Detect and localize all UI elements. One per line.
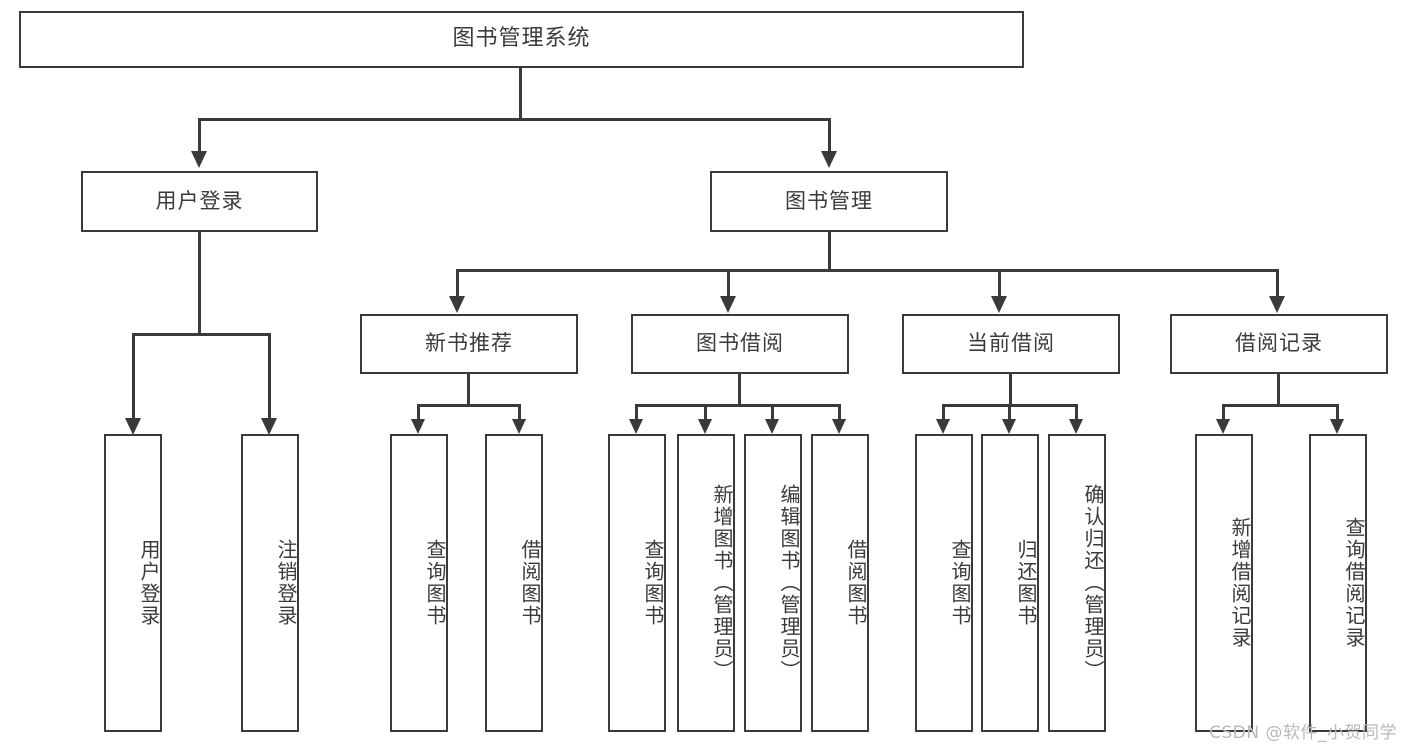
arrowhead-current-borrow — [991, 296, 1007, 313]
leaf-record-query[interactable]: 查询借阅记录 — [1309, 434, 1367, 732]
connector-book-mgmt-child-4 — [1276, 269, 1279, 297]
leaf-borrow-edit-book[interactable]: 编辑图书（管理员） — [744, 434, 802, 732]
connector-root-to-user-login — [198, 118, 201, 152]
connector-current-child-3 — [1075, 404, 1078, 420]
leaf-record-add[interactable]: 新增借阅记录 — [1195, 434, 1253, 732]
arrowhead-book-mgmt — [821, 151, 837, 168]
arrowhead-borrow-record — [1269, 296, 1285, 313]
arrowhead-record-add — [1216, 419, 1230, 434]
connector-record-stem — [1277, 374, 1280, 406]
connector-root-to-book-mgmt — [828, 118, 831, 152]
arrowhead-leaf-user-login — [125, 418, 141, 435]
node-new-book-recommend[interactable]: 新书推荐 — [360, 314, 578, 374]
arrowhead-recommend-borrow-book — [512, 419, 526, 434]
node-label: 查询图书 — [641, 539, 665, 627]
connector-record-child-2 — [1336, 404, 1339, 420]
node-label: 借阅图书 — [844, 539, 868, 627]
leaf-current-confirm-return[interactable]: 确认归还（管理员） — [1048, 434, 1106, 732]
connector-root-bar — [198, 118, 831, 121]
arrowhead-borrow-query-book — [629, 419, 643, 434]
connector-recommend-child-1 — [417, 404, 420, 420]
connector-record-bar — [1222, 404, 1338, 407]
connector-recommend-stem — [467, 374, 470, 406]
node-user-login[interactable]: 用户登录 — [81, 171, 318, 232]
arrowhead-user-login — [191, 151, 207, 168]
node-label: 编辑图书（管理员） — [777, 484, 801, 682]
node-current-borrow[interactable]: 当前借阅 — [902, 314, 1120, 374]
arrowhead-current-return-book — [1002, 419, 1016, 434]
arrowhead-leaf-logout — [261, 418, 277, 435]
connector-borrow-child-3 — [771, 404, 774, 420]
leaf-user-login[interactable]: 用户登录 — [104, 434, 162, 732]
connector-book-mgmt-bar — [456, 269, 1279, 272]
node-label: 用户登录 — [155, 188, 244, 213]
arrowhead-borrow-borrow-book — [832, 419, 846, 434]
arrowhead-borrow-add-book — [698, 419, 712, 434]
node-label: 借阅图书 — [518, 539, 542, 627]
arrowhead-borrow-edit-book — [765, 419, 779, 434]
connector-book-mgmt-child-1 — [456, 269, 459, 297]
leaf-borrow-query-book[interactable]: 查询图书 — [608, 434, 666, 732]
connector-recommend-bar — [417, 404, 521, 407]
connector-user-login-stem — [198, 232, 201, 336]
node-book-borrow[interactable]: 图书借阅 — [631, 314, 849, 374]
leaf-current-query-book[interactable]: 查询图书 — [915, 434, 973, 732]
arrowhead-current-query-book — [936, 419, 950, 434]
node-label: 图书管理 — [785, 188, 873, 213]
connector-borrow-child-1 — [635, 404, 638, 420]
node-book-management[interactable]: 图书管理 — [710, 171, 948, 232]
leaf-recommend-query-book[interactable]: 查询图书 — [390, 434, 448, 732]
connector-current-child-2 — [1008, 404, 1011, 420]
connector-current-stem — [1009, 374, 1012, 406]
connector-borrow-child-4 — [838, 404, 841, 420]
connector-recommend-child-2 — [518, 404, 521, 420]
leaf-current-return-book[interactable]: 归还图书 — [981, 434, 1039, 732]
leaf-logout[interactable]: 注销登录 — [241, 434, 299, 732]
node-label: 查询图书 — [423, 539, 447, 627]
connector-book-mgmt-stem — [828, 232, 831, 271]
node-label: 图书借阅 — [696, 331, 784, 356]
node-label: 归还图书 — [1014, 539, 1038, 627]
connector-book-mgmt-child-3 — [998, 269, 1001, 297]
arrowhead-book-borrow — [720, 296, 736, 313]
node-label: 确认归还（管理员） — [1081, 484, 1105, 682]
node-label: 查询图书 — [948, 539, 972, 627]
connector-borrow-child-2 — [704, 404, 707, 420]
arrowhead-current-confirm-return — [1069, 419, 1083, 434]
node-label: 注销登录 — [274, 539, 298, 627]
connector-current-child-1 — [942, 404, 945, 420]
connector-user-login-bar — [132, 333, 271, 336]
node-root-system[interactable]: 图书管理系统 — [19, 11, 1024, 68]
node-borrow-record[interactable]: 借阅记录 — [1170, 314, 1388, 374]
connector-root-stem — [519, 68, 522, 120]
connector-user-login-child-2 — [268, 333, 271, 419]
connector-book-mgmt-child-2 — [727, 269, 730, 297]
arrowhead-recommend-query-book — [411, 419, 425, 434]
node-label: 用户登录 — [137, 539, 161, 627]
leaf-recommend-borrow-book[interactable]: 借阅图书 — [485, 434, 543, 732]
leaf-borrow-add-book[interactable]: 新增图书（管理员） — [677, 434, 735, 732]
connector-user-login-child-1 — [132, 333, 135, 419]
node-label: 图书管理系统 — [452, 26, 591, 52]
arrowhead-new-book-recommend — [449, 296, 465, 313]
node-label: 借阅记录 — [1235, 331, 1323, 356]
node-label: 新增图书（管理员） — [710, 484, 734, 682]
node-label: 新书推荐 — [425, 331, 513, 356]
connector-borrow-bar — [635, 404, 841, 407]
connector-record-child-1 — [1222, 404, 1225, 420]
connector-borrow-stem — [738, 374, 741, 406]
leaf-borrow-borrow-book[interactable]: 借阅图书 — [811, 434, 869, 732]
arrowhead-record-query — [1330, 419, 1344, 434]
node-label: 查询借阅记录 — [1342, 517, 1366, 649]
node-label: 新增借阅记录 — [1228, 517, 1252, 649]
node-label: 当前借阅 — [967, 331, 1055, 356]
